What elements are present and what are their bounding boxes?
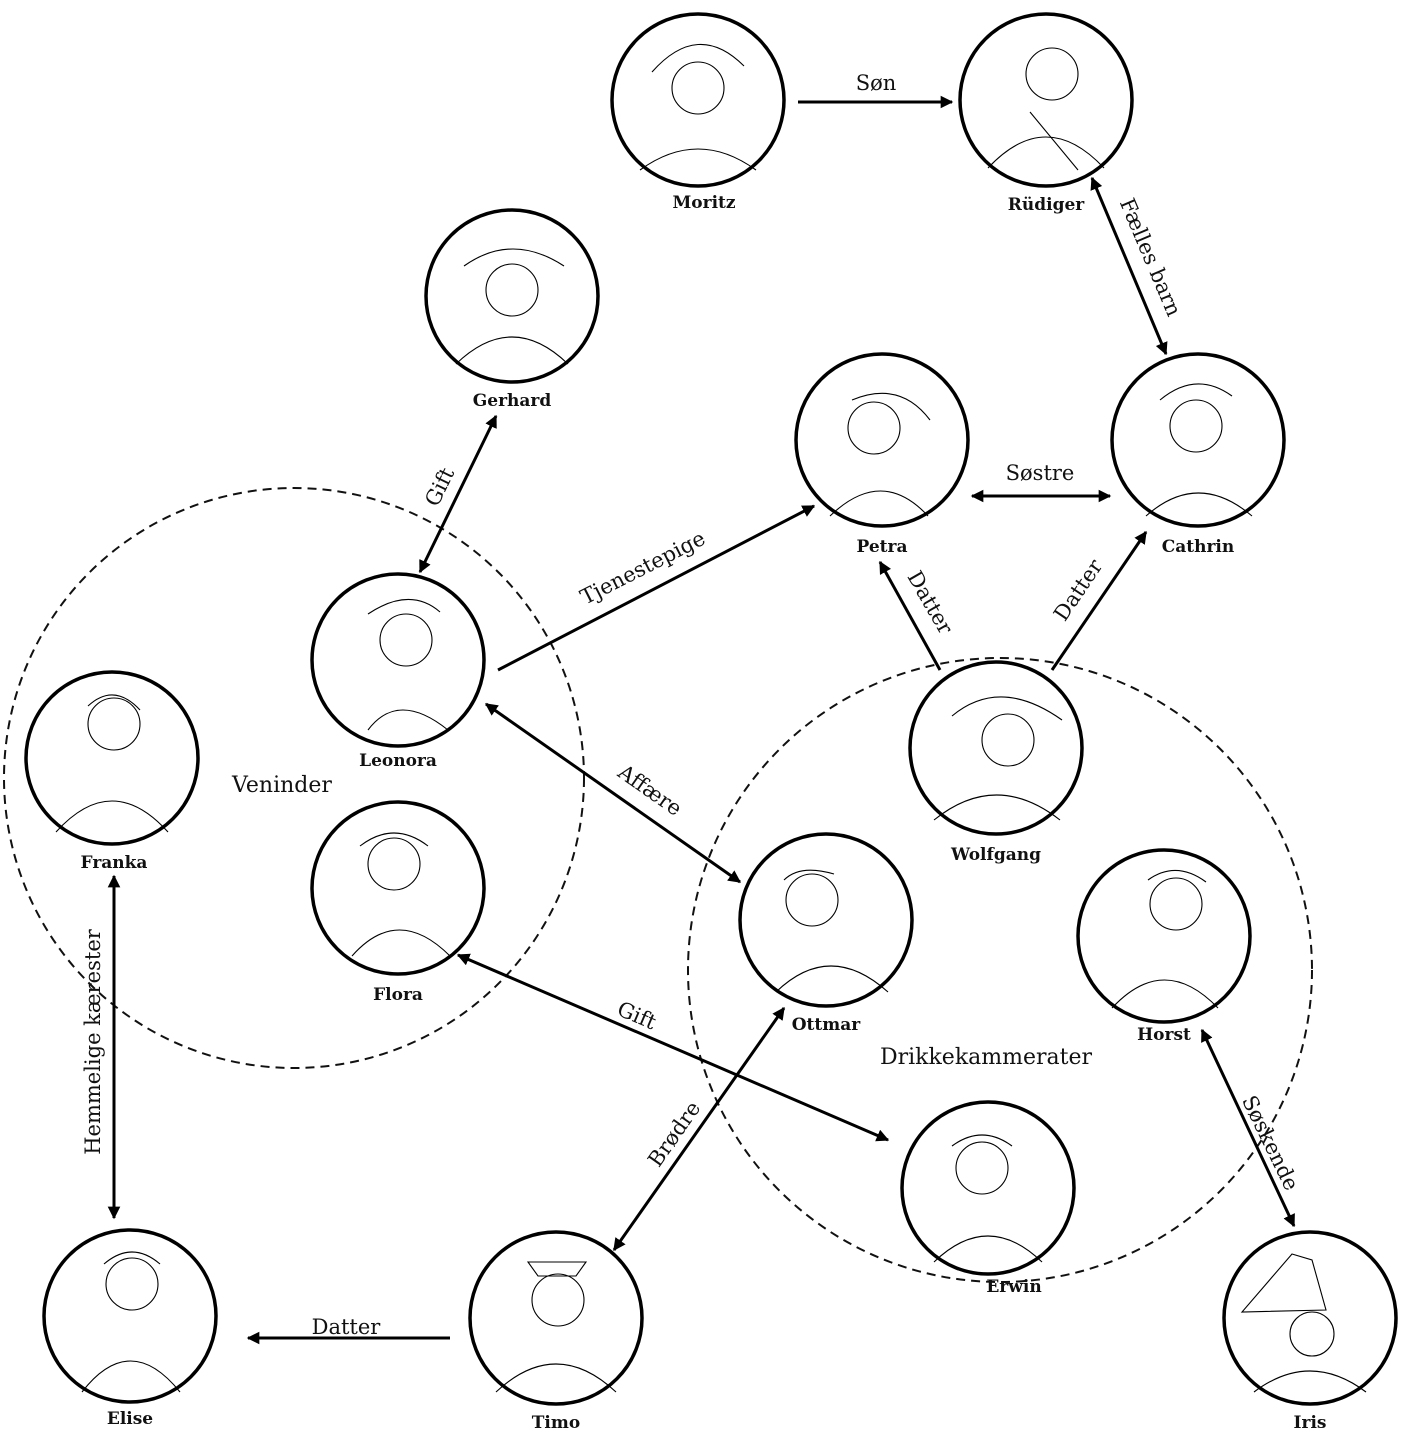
figure-ottmar-icon	[775, 869, 889, 993]
edge-gerhard-leonora	[418, 414, 498, 574]
portrait-moritz	[610, 12, 786, 188]
edge-wolfgang-cathrin	[1050, 530, 1148, 671]
figure-horst-icon	[1111, 869, 1219, 1009]
figure-petra-icon	[829, 392, 931, 517]
portrait-elise	[42, 1228, 218, 1404]
edge-horst-iris	[1200, 1028, 1296, 1228]
portrait-horst	[1076, 848, 1252, 1024]
group-drinking-label: Drikkekammerater	[880, 1045, 1093, 1070]
node-name-flora: Flora	[373, 985, 423, 1005]
relation-label-franka-elise: Hemmelige kærester	[81, 928, 105, 1155]
relation-label-leonora-ottmar: Affære	[613, 759, 686, 820]
figure-gerhard-icon	[455, 248, 569, 365]
edge-ottmar-timo	[612, 1006, 786, 1252]
node-erwin[interactable]: Erwin	[900, 1100, 1076, 1297]
node-horst[interactable]: Horst	[1076, 848, 1252, 1045]
relation-label-wolfgang-petra: Datter	[902, 567, 958, 639]
node-ottmar[interactable]: Ottmar	[738, 832, 914, 1035]
node-name-erwin: Erwin	[986, 1277, 1041, 1297]
node-name-franka: Franka	[81, 853, 148, 873]
relation-label-flora-erwin: Gift	[614, 997, 660, 1035]
figure-flora-icon	[351, 832, 451, 957]
relation-label-timo-elise: Datter	[312, 1315, 382, 1339]
node-flora[interactable]: Flora	[310, 800, 486, 1005]
figure-wolfgang-icon	[933, 696, 1063, 821]
node-name-horst: Horst	[1137, 1025, 1191, 1045]
portrait-flora	[310, 800, 486, 976]
figure-elise-icon	[81, 1251, 181, 1393]
portrait-petra	[794, 352, 970, 528]
node-franka[interactable]: Franka	[24, 670, 200, 873]
portrait-rudiger	[958, 12, 1134, 188]
portrait-ottmar	[738, 832, 914, 1008]
portrait-wolfgang	[908, 660, 1084, 836]
portrait-leonora	[310, 572, 486, 748]
portrait-gerhard	[424, 208, 600, 384]
portrait-erwin	[900, 1100, 1076, 1276]
node-moritz[interactable]: Moritz	[610, 12, 786, 213]
portrait-franka	[24, 670, 200, 846]
node-cathrin[interactable]: Cathrin	[1110, 352, 1286, 557]
node-name-rudiger: Rüdiger	[1008, 195, 1086, 215]
portrait-timo	[468, 1230, 644, 1406]
figure-iris-icon	[1240, 1253, 1367, 1393]
figure-erwin-icon	[933, 1134, 1043, 1263]
node-gerhard[interactable]: Gerhard	[424, 208, 600, 411]
figure-rudiger-icon	[987, 47, 1105, 171]
relation-label-moritz-rudiger: Søn	[856, 71, 897, 95]
node-name-gerhard: Gerhard	[473, 391, 552, 411]
node-leonora[interactable]: Leonora	[310, 572, 486, 771]
figure-leonora-icon	[367, 598, 449, 731]
node-name-elise: Elise	[107, 1409, 153, 1429]
portrait-iris	[1222, 1230, 1398, 1406]
edge-leonora-petra	[497, 504, 816, 672]
relation-label-petra-cathrin: Søstre	[1006, 461, 1075, 485]
edge-leonora-ottmar	[484, 702, 742, 884]
portrait-cathrin	[1110, 352, 1286, 528]
relation-label-wolfgang-cathrin: Datter	[1049, 554, 1108, 625]
edge-wolfgang-petra	[878, 560, 942, 671]
node-name-petra: Petra	[857, 537, 908, 557]
node-name-cathrin: Cathrin	[1162, 537, 1235, 557]
figure-moritz-icon	[639, 43, 757, 171]
node-petra[interactable]: Petra	[794, 352, 970, 557]
node-rudiger[interactable]: Rüdiger	[958, 12, 1134, 215]
node-name-ottmar: Ottmar	[792, 1015, 862, 1035]
node-name-leonora: Leonora	[359, 751, 437, 771]
node-iris[interactable]: Iris	[1222, 1230, 1398, 1432]
figure-timo-icon	[495, 1261, 617, 1393]
node-name-iris: Iris	[1294, 1413, 1327, 1432]
node-timo[interactable]: Timo	[468, 1230, 644, 1432]
node-wolfgang[interactable]: Wolfgang	[908, 660, 1084, 865]
node-name-moritz: Moritz	[672, 193, 735, 213]
relation-label-leonora-petra: Tjenestepige	[577, 526, 710, 609]
node-name-wolfgang: Wolfgang	[950, 845, 1041, 865]
node-elise[interactable]: Elise	[42, 1228, 218, 1429]
edge-rudiger-cathrin	[1090, 176, 1168, 356]
node-name-timo: Timo	[532, 1413, 580, 1432]
group-friends-label: Veninder	[231, 773, 332, 798]
figure-cathrin-icon	[1145, 383, 1253, 517]
figure-franka-icon	[55, 694, 169, 833]
